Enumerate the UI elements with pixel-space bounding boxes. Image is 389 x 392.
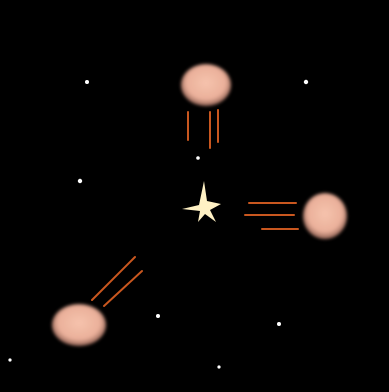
star bbox=[8, 358, 11, 361]
orb-bottom-left[interactable] bbox=[52, 304, 106, 346]
star bbox=[78, 179, 82, 183]
star bbox=[85, 80, 89, 84]
orb-right[interactable] bbox=[303, 193, 347, 239]
orb-top[interactable] bbox=[181, 64, 231, 106]
star bbox=[217, 365, 220, 368]
star bbox=[277, 322, 281, 326]
star bbox=[156, 314, 160, 318]
star bbox=[304, 80, 308, 84]
star bbox=[196, 156, 200, 160]
